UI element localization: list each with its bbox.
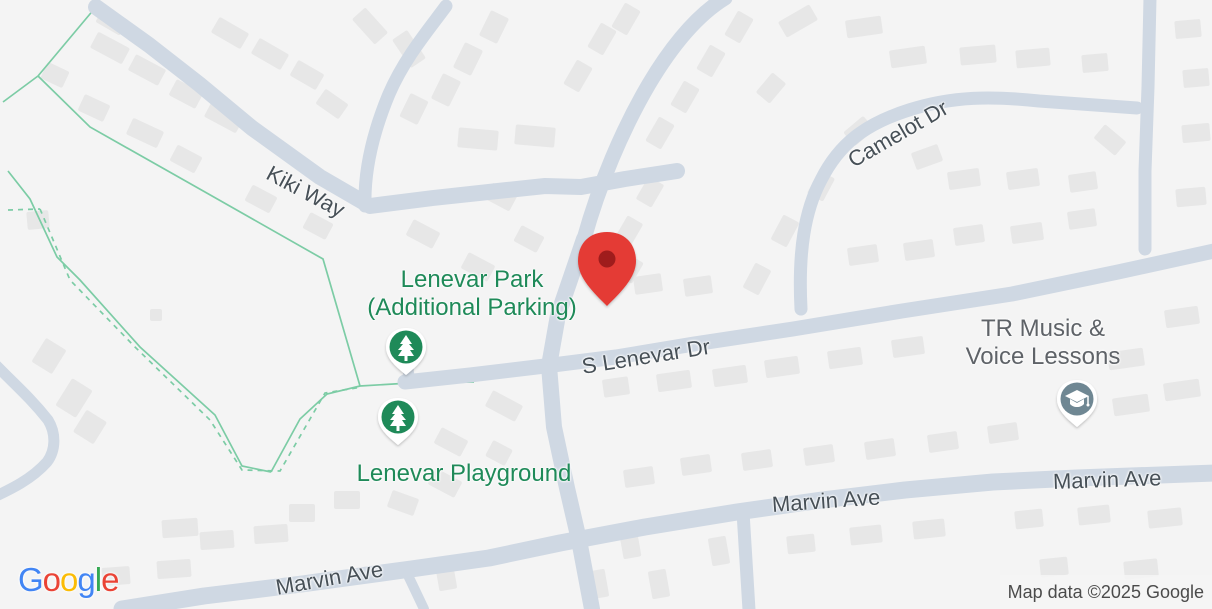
tree-icon <box>378 398 418 445</box>
east-north-road <box>1138 0 1157 256</box>
marvin-ave-road <box>113 464 1212 609</box>
street-label-marvin-ave-right: Marvin Ave <box>1052 465 1162 494</box>
south-road <box>736 505 756 609</box>
park-marker-upper[interactable] <box>382 323 430 379</box>
poi-label-lenevar-park: Lenevar Park (Additional Parking) <box>367 266 576 322</box>
location-pin-marker[interactable] <box>578 232 636 306</box>
center-diagonal-road <box>576 0 733 247</box>
tree-icon <box>386 328 426 375</box>
google-logo: Google <box>18 561 119 599</box>
google-logo-letter-g: G <box>18 561 44 598</box>
graduation-cap-icon <box>1057 380 1097 427</box>
poi-label-lenevar-park-line-1: Lenevar Park <box>400 266 544 293</box>
camelot-drive-road <box>793 91 1144 316</box>
map-attribution: Map data ©2025 Google <box>999 575 1212 609</box>
buildings-layer <box>26 3 1211 600</box>
west-edge-road <box>0 361 60 501</box>
north-curved-road <box>358 0 453 213</box>
poi-label-lenevar-playground: Lenevar Playground <box>356 460 572 487</box>
s-lenevar-drive-road <box>397 243 1212 390</box>
google-logo-letter-l: l <box>94 561 102 598</box>
google-logo-letter-g-2: g <box>77 561 95 598</box>
poi-label-tr-music: TR Music & Voice Lessons <box>966 315 1121 371</box>
poi-label-tr-music-line-1: TR Music & <box>980 315 1105 342</box>
google-logo-letter-o-1: o <box>42 561 61 598</box>
park-marker-lower[interactable] <box>374 393 422 449</box>
business-marker[interactable] <box>1053 375 1101 431</box>
south-west-road <box>400 564 429 609</box>
google-logo-letter-o-2: o <box>60 561 78 598</box>
kiki-way-road <box>88 0 685 214</box>
poi-label-tr-music-line-2: Voice Lessons <box>965 343 1121 370</box>
google-logo-letter-e: e <box>101 561 119 598</box>
poi-label-lenevar-park-line-2: (Additional Parking) <box>367 294 577 321</box>
